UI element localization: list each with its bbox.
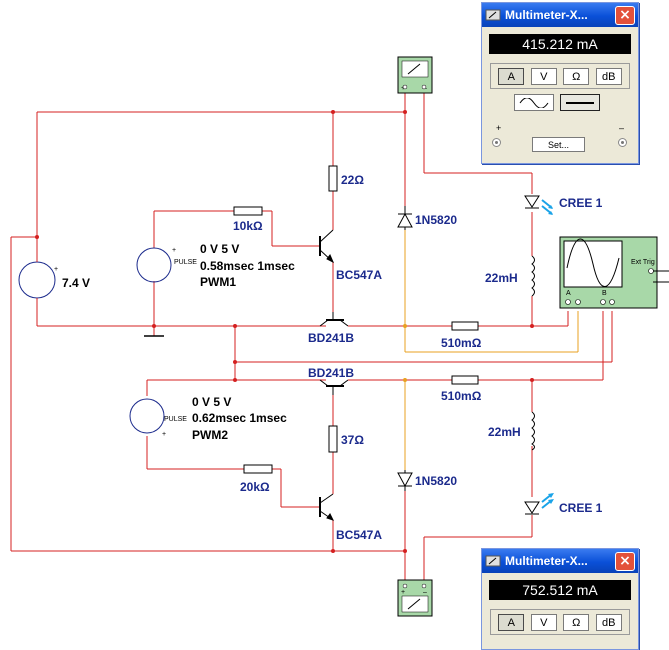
pulse-source-2[interactable]: + PULSE 0 V 5 V 0.62msec 1msec PWM2	[129, 395, 287, 442]
multimeter-2-titlebar[interactable]: Multimeter-X... ×	[482, 549, 638, 573]
diode-lower[interactable]: 1N5820	[397, 470, 457, 491]
pulse-source-1[interactable]: + PULSE 0 V 5 V 0.58msec 1msec PWM1	[136, 242, 295, 289]
resistor-upper-collector[interactable]: 22Ω	[328, 165, 364, 192]
multimeter-app-icon	[485, 555, 501, 567]
svg-text:+: +	[54, 266, 58, 273]
svg-text:BD241B: BD241B	[308, 331, 354, 345]
multimeter-app-icon	[485, 9, 501, 21]
close-button[interactable]: ×	[615, 5, 635, 25]
junction-dots	[35, 110, 534, 553]
pulse2-tag: PULSE	[164, 416, 187, 423]
power-transistor-lower[interactable]: BD241B	[308, 366, 358, 395]
dc-line-icon	[566, 101, 594, 104]
multimeter-window-1[interactable]: Multimeter-X... × 415.212 mA A V Ω dB + …	[481, 2, 639, 164]
pulse1-timing: 0.58msec 1msec	[200, 259, 295, 273]
pulse2-name: PWM2	[192, 428, 228, 442]
svg-text:1N5820: 1N5820	[415, 213, 457, 227]
power-transistor-upper[interactable]: BD241B	[302, 312, 370, 345]
svg-text:BC547A: BC547A	[336, 268, 382, 282]
svg-text:1N5820: 1N5820	[415, 474, 457, 488]
minus-terminal-label: –	[619, 123, 625, 133]
svg-text:BD241B: BD241B	[308, 366, 354, 380]
mode-ohmmeter-button[interactable]: Ω	[563, 613, 590, 631]
pulse1-tag: PULSE	[174, 259, 197, 266]
mode-voltmeter-button[interactable]: V	[530, 67, 557, 85]
multimeter-1-mode-group: A V Ω dB	[490, 63, 630, 89]
svg-text:CREE 1: CREE 1	[559, 501, 603, 515]
inductor-upper[interactable]: 22mH	[485, 255, 535, 297]
dc-voltage-source[interactable]: + 7.4 V	[18, 258, 90, 302]
svg-text:510mΩ: 510mΩ	[441, 389, 482, 403]
multimeter-1-signal-group	[514, 94, 638, 111]
svg-text:22mH: 22mH	[488, 425, 521, 439]
orange-wire-net	[404, 230, 579, 470]
diode-upper[interactable]: 1N5820	[397, 206, 457, 230]
multimeter-probe-2[interactable]: + –	[397, 579, 433, 617]
dc-mode-button[interactable]	[560, 94, 600, 111]
multimeter-2-mode-group: A V Ω dB	[490, 609, 630, 635]
svg-text:CREE 1: CREE 1	[559, 196, 603, 210]
scope-channel-a: A	[566, 290, 571, 297]
pulse1-name: PWM1	[200, 275, 236, 289]
set-button[interactable]: Set...	[532, 137, 585, 152]
mode-ammeter-button[interactable]: A	[498, 613, 525, 631]
svg-text:+: +	[401, 589, 405, 596]
multimeter-2-title: Multimeter-X...	[505, 554, 588, 568]
multimeter-1-title: Multimeter-X...	[505, 8, 588, 22]
scope-ext-trig: Ext Trig	[631, 259, 655, 266]
svg-text:+: +	[172, 247, 176, 254]
resistor-lower-base[interactable]: 20kΩ	[240, 464, 273, 494]
multimeter-2-reading: 752.512 mA	[489, 580, 631, 600]
multimeter-window-2[interactable]: Multimeter-X... × 752.512 mA A V Ω dB	[481, 548, 639, 650]
inductor-lower[interactable]: 22mH	[488, 411, 535, 451]
pulse1-amplitude: 0 V 5 V	[200, 242, 239, 256]
svg-text:10kΩ: 10kΩ	[233, 219, 263, 233]
mode-decibel-button[interactable]: dB	[595, 613, 622, 631]
sense-resistor-lower[interactable]: 510mΩ	[441, 375, 482, 403]
npn-transistor-lower[interactable]: BC547A	[319, 493, 382, 542]
svg-text:–: –	[423, 589, 427, 596]
led-upper[interactable]: CREE 1	[524, 195, 603, 215]
resistor-lower-collector[interactable]: 37Ω	[328, 425, 364, 453]
svg-text:+: +	[162, 431, 166, 438]
mode-decibel-button[interactable]: dB	[595, 67, 622, 85]
circuit-schematic: + 7.4 V + PULSE 0 V 5 V 0.58msec 1msec P…	[10, 56, 669, 617]
pulse2-timing: 0.62msec 1msec	[192, 411, 287, 425]
source-value-label: 7.4 V	[62, 276, 90, 290]
oscilloscope[interactable]: Ext Trig A B	[559, 236, 669, 309]
multimeter-1-reading: 415.212 mA	[489, 34, 631, 54]
mode-voltmeter-button[interactable]: V	[530, 613, 557, 631]
multimeter-probe-1[interactable]: + –	[397, 56, 433, 94]
minus-terminal-jack[interactable]	[618, 138, 627, 147]
led-lower[interactable]: CREE 1	[524, 493, 603, 515]
mode-ohmmeter-button[interactable]: Ω	[563, 67, 590, 85]
svg-text:22mH: 22mH	[485, 271, 518, 285]
svg-text:+: +	[401, 85, 405, 92]
svg-text:22Ω: 22Ω	[341, 173, 364, 187]
svg-text:510mΩ: 510mΩ	[441, 336, 482, 350]
close-button[interactable]: ×	[615, 551, 635, 571]
svg-text:20kΩ: 20kΩ	[240, 480, 270, 494]
multimeter-1-titlebar[interactable]: Multimeter-X... ×	[482, 3, 638, 27]
sense-resistor-upper[interactable]: 510mΩ	[441, 321, 482, 350]
sine-wave-icon	[519, 97, 549, 108]
pulse2-amplitude: 0 V 5 V	[192, 395, 231, 409]
scope-channel-b: B	[602, 290, 607, 297]
npn-transistor-upper[interactable]: BC547A	[319, 229, 382, 282]
plus-terminal-label: +	[496, 123, 502, 133]
svg-text:BC547A: BC547A	[336, 528, 382, 542]
mode-ammeter-button[interactable]: A	[498, 67, 525, 85]
svg-text:37Ω: 37Ω	[341, 433, 364, 447]
plus-terminal-jack[interactable]	[492, 138, 501, 147]
resistor-upper-base[interactable]: 10kΩ	[233, 206, 263, 233]
ac-mode-button[interactable]	[514, 94, 554, 111]
